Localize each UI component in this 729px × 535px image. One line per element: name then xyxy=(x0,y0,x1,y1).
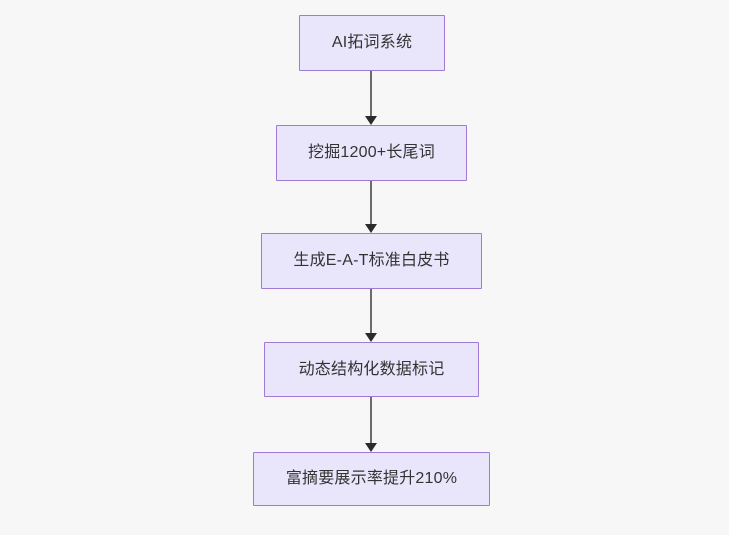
flow-node-mine-longtail-keywords[interactable]: 挖掘1200+长尾词 xyxy=(276,125,467,181)
flow-node-rich-snippet-impression-uplift[interactable]: 富摘要展示率提升210% xyxy=(253,452,490,506)
edge-line xyxy=(370,289,372,333)
arrowhead-icon xyxy=(365,333,377,342)
flow-node-dynamic-structured-data-markup[interactable]: 动态结构化数据标记 xyxy=(264,342,479,397)
flow-node-generate-eat-whitepaper[interactable]: 生成E-A-T标准白皮书 xyxy=(261,233,482,289)
flow-node-label: 富摘要展示率提升210% xyxy=(285,470,458,488)
arrowhead-icon xyxy=(365,443,377,452)
flow-node-label: 挖掘1200+长尾词 xyxy=(308,144,435,162)
arrowhead-icon xyxy=(365,116,377,125)
edge-line xyxy=(370,397,372,443)
edge-line xyxy=(370,71,372,116)
flow-node-label: 动态结构化数据标记 xyxy=(298,360,445,378)
flow-node-label: 生成E-A-T标准白皮书 xyxy=(293,252,450,270)
flow-node-ai-keyword-system[interactable]: AI拓词系统 xyxy=(299,15,445,71)
arrowhead-icon xyxy=(365,224,377,233)
flow-node-label: AI拓词系统 xyxy=(331,34,413,52)
edge-line xyxy=(370,181,372,224)
